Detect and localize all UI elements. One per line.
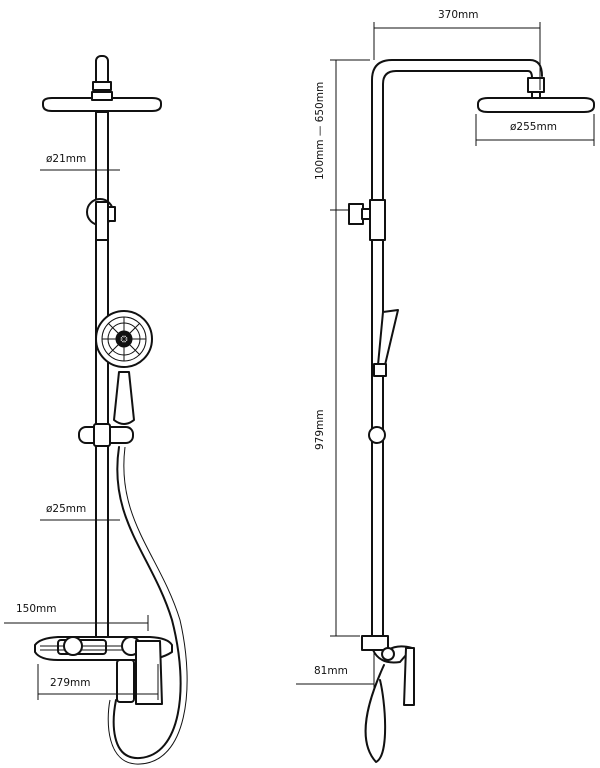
riser-pipe-front (95, 111, 109, 641)
label-lower-pipe-diameter: ø25mm (46, 503, 86, 515)
shower-arm-side (371, 59, 543, 201)
mixer-side (361, 635, 415, 706)
shower-hose-side (364, 664, 387, 763)
label-mixer-width: 279mm (50, 677, 91, 689)
rain-shower-head-side (477, 97, 595, 113)
label-riser-height: 979mm (314, 410, 326, 451)
label-height-adjust-range: 100mm — 650mm (314, 82, 326, 180)
label-upper-pipe-diameter: ø21mm (46, 153, 86, 165)
hand-shower-side (373, 309, 399, 377)
label-head-diameter: ø255mm (510, 121, 557, 133)
side-view: 370mm ø255mm 100mm — 650mm 979mm 81mm (296, 9, 595, 763)
mixer-front (34, 636, 173, 705)
hand-shower-front (95, 310, 153, 425)
rain-shower-head-front (42, 97, 162, 112)
shower-hose (112, 446, 182, 760)
label-spout-offset: 150mm (16, 603, 57, 615)
label-arm-length: 370mm (438, 9, 479, 21)
diverter-knob-side (348, 203, 364, 225)
riser-pipe-side (371, 199, 384, 641)
label-mixer-offset: 81mm (314, 665, 348, 677)
slider-knob-side (368, 426, 386, 444)
front-view: ø21mm ø25mm 150mm 279mm (4, 55, 188, 765)
